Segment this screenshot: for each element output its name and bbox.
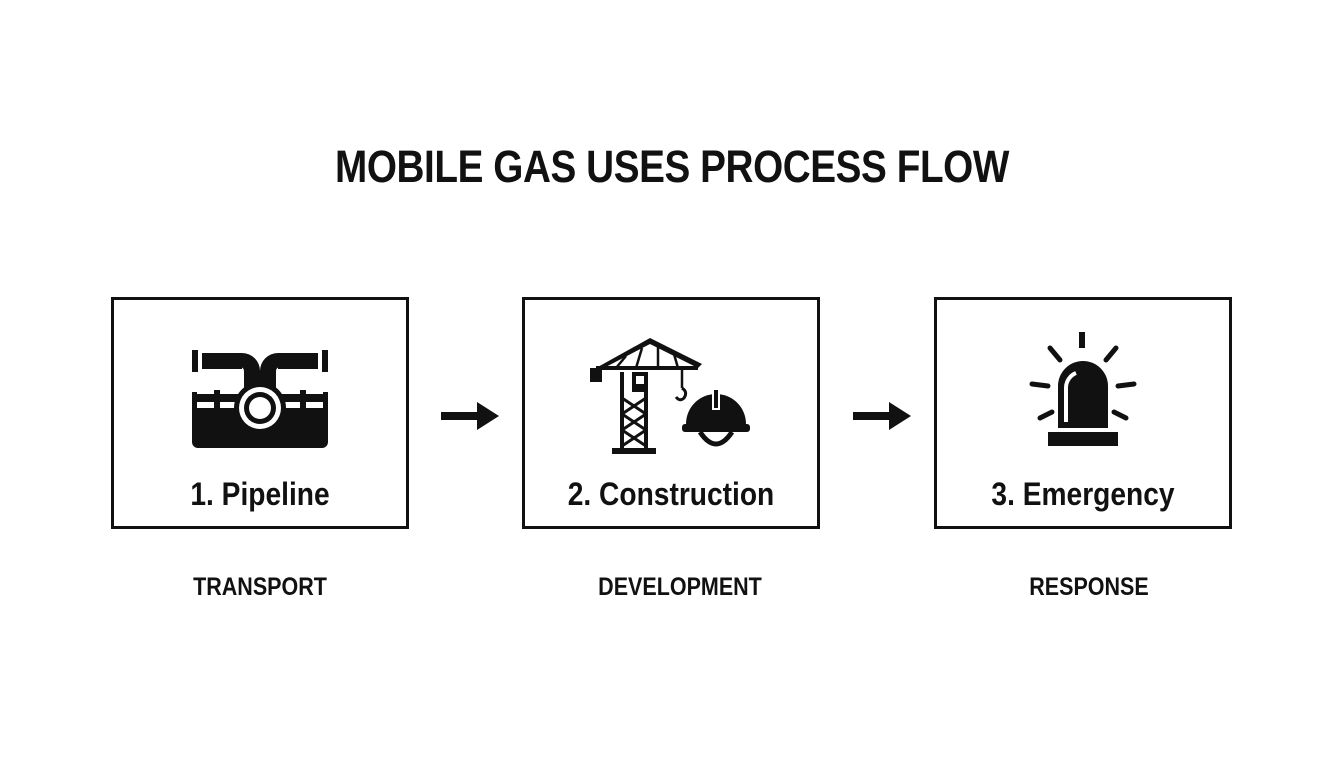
diagram-title: MOBILE GAS USES PROCESS FLOW bbox=[335, 141, 1009, 192]
step-caption-transport: TRANSPORT bbox=[193, 573, 327, 601]
step-box-emergency: 3. Emergency bbox=[934, 297, 1232, 529]
step-caption-response: RESPONSE bbox=[1029, 573, 1149, 601]
siren-icon bbox=[937, 328, 1229, 458]
step-box-construction: 2. Construction bbox=[522, 297, 820, 529]
step-caption-development: DEVELOPMENT bbox=[598, 573, 762, 601]
step-label: 1. Pipeline bbox=[190, 476, 330, 512]
step-label: 3. Emergency bbox=[991, 476, 1175, 512]
arrow-right-icon bbox=[851, 400, 913, 432]
step-box-pipeline: 1. Pipeline bbox=[111, 297, 409, 529]
step-label: 2. Construction bbox=[567, 476, 775, 512]
arrow-right-icon bbox=[439, 400, 501, 432]
crane-hardhat-icon bbox=[525, 328, 817, 458]
pipeline-icon bbox=[114, 328, 406, 458]
